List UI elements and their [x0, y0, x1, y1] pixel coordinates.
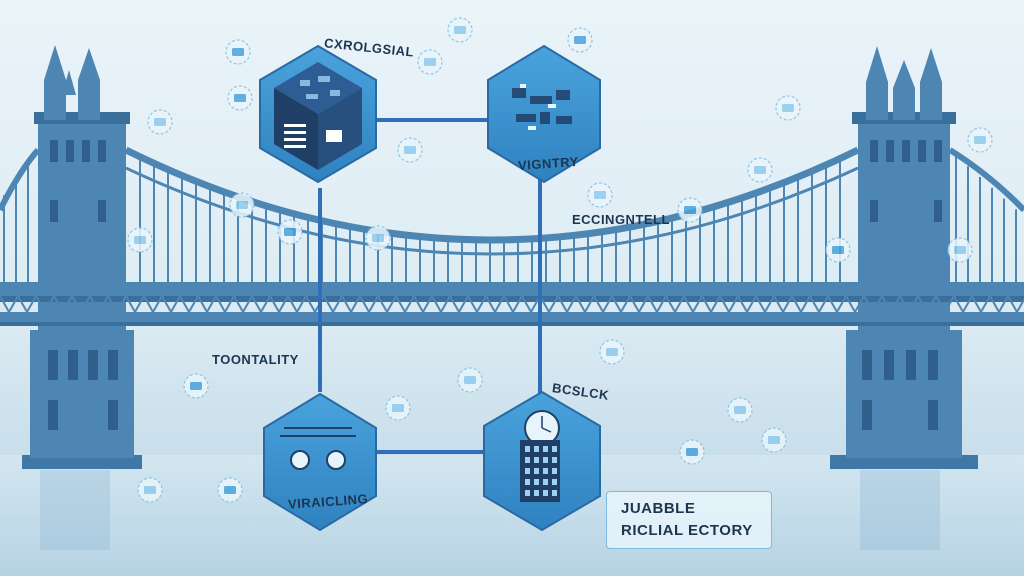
floating-node-icon [967, 127, 993, 153]
gauge-icon [290, 450, 310, 470]
floating-node-icon [457, 367, 483, 393]
hex-node-bottom-right [483, 390, 601, 532]
floating-node-icon [567, 27, 593, 53]
floating-node-icon [599, 339, 625, 365]
hex-node-bottom-left [263, 392, 377, 532]
floating-icons [127, 17, 993, 503]
hex-node-top-right [487, 44, 601, 184]
floating-node-icon [761, 427, 787, 453]
caption-line-2: RICLIAL ECTORY [621, 522, 753, 539]
floating-node-icon [587, 182, 613, 208]
floating-node-icon [183, 373, 209, 399]
network-connectors [318, 118, 542, 454]
floating-node-icon [825, 237, 851, 263]
floating-node-icon [417, 49, 443, 75]
floating-node-icon [217, 477, 243, 503]
water-reflection [40, 470, 940, 550]
floating-node-icon [947, 237, 973, 263]
floating-node-icon [397, 137, 423, 163]
left-tower [22, 45, 142, 469]
floating-node-icon [229, 192, 255, 218]
floating-node-icon [747, 157, 773, 183]
side-label-right: ECCINGNTELL [572, 212, 670, 227]
floating-node-icon [447, 17, 473, 43]
side-label-left: TOONTALITY [212, 352, 299, 367]
floating-node-icon [365, 225, 391, 251]
floating-node-icon [385, 395, 411, 421]
caption-line-1: JUABBLE [621, 500, 696, 517]
floating-node-icon [127, 227, 153, 253]
floating-node-icon [277, 219, 303, 245]
gauge-icon [326, 450, 346, 470]
floating-node-icon [227, 85, 253, 111]
caption-box: JUABBLE RICLIAL ECTORY [606, 491, 772, 549]
floating-node-icon [679, 439, 705, 465]
floating-node-icon [137, 477, 163, 503]
hex-node-top-left [259, 44, 377, 184]
bridge-deck [0, 282, 1024, 326]
floating-node-icon [677, 197, 703, 223]
floating-node-icon [147, 109, 173, 135]
floating-node-icon [225, 39, 251, 65]
floating-node-icon [727, 397, 753, 423]
floating-node-icon [775, 95, 801, 121]
